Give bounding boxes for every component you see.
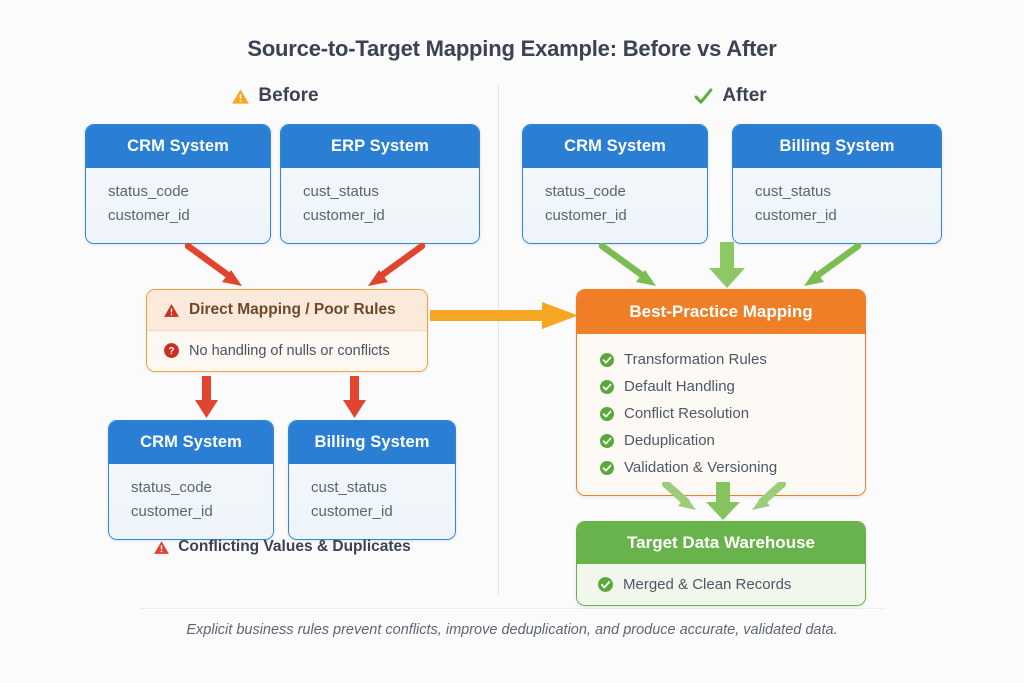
green-arrow-down-center-small (706, 482, 740, 520)
red-arrow-down-2 (343, 376, 366, 418)
before-process-note-row: ? No handling of nulls or conflicts (147, 331, 427, 371)
card-body: status_code customer_id (523, 168, 707, 243)
field: customer_id (131, 503, 213, 521)
card-body: cust_status customer_id (289, 464, 455, 539)
green-arrow-down-left-small (752, 482, 786, 510)
check-circle-icon (599, 433, 615, 449)
green-arrow-down-right (598, 242, 656, 286)
before-target-card-1: CRM System status_code customer_id (108, 420, 274, 540)
column-header-after-label: After (722, 85, 767, 106)
transition-arrow-right (430, 302, 578, 329)
before-arrow-converge-group (184, 242, 426, 286)
check-circle-icon (599, 460, 615, 476)
card-header: ERP System (281, 125, 479, 168)
after-source-card-1: CRM System status_code customer_id (522, 124, 708, 244)
list-item-label: Transformation Rules (624, 351, 767, 368)
list-item: Conflict Resolution (599, 400, 865, 427)
before-source-card-2: ERP System cust_status customer_id (280, 124, 480, 244)
field: customer_id (303, 207, 385, 225)
column-header-before: Before (170, 85, 380, 107)
field: status_code (108, 183, 189, 200)
card-header: CRM System (109, 421, 273, 464)
after-target-box: Target Data Warehouse Merged & Clean Rec… (576, 521, 866, 606)
list-item-label: Deduplication (624, 432, 715, 449)
footer-divider (140, 608, 885, 609)
green-arrow-down-center (709, 242, 745, 288)
red-arrow-down-right (184, 242, 242, 286)
field: customer_id (545, 207, 627, 225)
green-arrow-down-left (804, 242, 862, 286)
field: status_code (545, 183, 626, 200)
before-process-title: Direct Mapping / Poor Rules (189, 301, 396, 318)
warning-triangle-icon (153, 539, 170, 556)
before-result-text: Conflicting Values & Duplicates (178, 538, 411, 555)
check-mark-icon (693, 86, 714, 107)
before-result-label: Conflicting Values & Duplicates (100, 538, 464, 556)
after-target-row: Merged & Clean Records (577, 564, 865, 605)
after-target-title: Target Data Warehouse (577, 522, 865, 564)
card-header: Billing System (733, 125, 941, 168)
page-title: Source-to-Target Mapping Example: Before… (247, 36, 777, 61)
footer-caption: Explicit business rules prevent conflict… (186, 622, 838, 638)
card-body: cust_status customer_id (281, 168, 479, 243)
list-item: Transformation Rules (599, 346, 865, 373)
card-header: CRM System (523, 125, 707, 168)
after-source-card-2: Billing System cust_status customer_id (732, 124, 942, 244)
after-arrow-converge-group (598, 242, 862, 288)
field: customer_id (108, 207, 190, 225)
warning-triangle-icon (163, 302, 180, 319)
card-body: status_code customer_id (109, 464, 273, 539)
after-process-title: Best-Practice Mapping (577, 290, 865, 334)
list-item-label: Default Handling (624, 378, 735, 395)
green-arrow-down-right-small (662, 482, 696, 510)
list-item: Default Handling (599, 373, 865, 400)
before-process-title-row: Direct Mapping / Poor Rules (147, 290, 427, 331)
list-item: Validation & Versioning (599, 454, 865, 481)
after-process-box: Best-Practice Mapping Transformation Rul… (576, 289, 866, 496)
check-circle-icon (599, 352, 615, 368)
check-circle-icon (599, 379, 615, 395)
red-arrow-down-left (368, 242, 426, 286)
svg-text:?: ? (168, 346, 174, 357)
check-circle-icon (599, 406, 615, 422)
check-circle-icon (597, 576, 614, 593)
after-target-row-label: Merged & Clean Records (623, 576, 792, 593)
field: status_code (131, 479, 212, 496)
card-header: Billing System (289, 421, 455, 464)
list-item-label: Validation & Versioning (624, 459, 778, 476)
card-body: status_code customer_id (86, 168, 270, 243)
field: customer_id (755, 207, 837, 225)
field: cust_status (755, 183, 831, 200)
card-body: cust_status customer_id (733, 168, 941, 243)
column-header-before-label: Before (258, 85, 319, 106)
after-arrow-to-target-group (662, 482, 786, 520)
question-circle-icon: ? (163, 342, 180, 359)
before-arrow-down-group (195, 376, 366, 418)
warning-triangle-icon (231, 87, 250, 106)
field: cust_status (303, 183, 379, 200)
field: cust_status (311, 479, 387, 496)
field: customer_id (311, 503, 393, 521)
list-item-label: Conflict Resolution (624, 405, 750, 422)
after-process-list: Transformation Rules Default Handling Co… (577, 334, 865, 495)
before-target-card-2: Billing System cust_status customer_id (288, 420, 456, 540)
list-item: Deduplication (599, 427, 865, 454)
card-header: CRM System (86, 125, 270, 168)
column-header-after: After (620, 85, 840, 107)
before-source-card-1: CRM System status_code customer_id (85, 124, 271, 244)
before-process-note: No handling of nulls or conflicts (189, 342, 390, 359)
column-divider (498, 86, 499, 594)
before-process-box: Direct Mapping / Poor Rules ? No handlin… (146, 289, 428, 372)
red-arrow-down-1 (195, 376, 218, 418)
